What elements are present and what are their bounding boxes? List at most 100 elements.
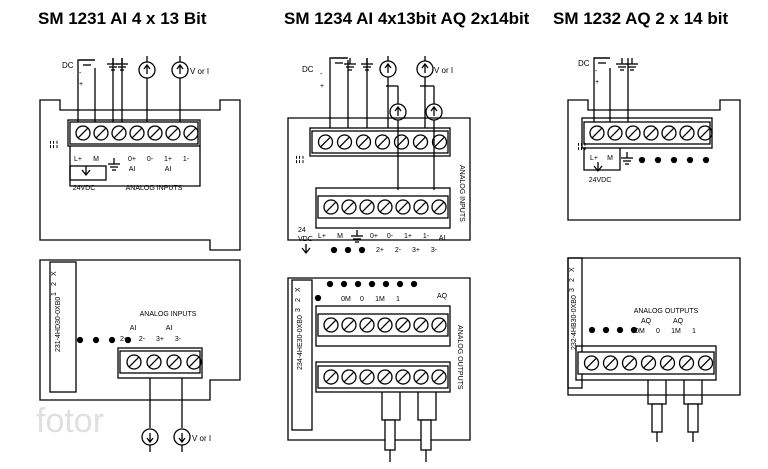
screw-terminal	[323, 199, 339, 215]
screw-terminal	[431, 134, 448, 150]
arrow-icon	[301, 247, 311, 255]
slot-number: 3	[569, 288, 576, 292]
title-sm1231: SM 1231 AI 4 x 13 Bit	[38, 9, 207, 28]
title-sm1234: SM 1234 AI 4x13bit AQ 2x14bit	[284, 9, 530, 28]
side-label	[567, 257, 583, 389]
screw-terminal	[621, 355, 638, 371]
screw-terminal	[93, 125, 109, 141]
screw-slot	[95, 127, 107, 139]
screw-slot	[343, 319, 355, 331]
analog-inputs-label: ANALOG INPUTS	[126, 185, 183, 192]
screw-terminal	[678, 355, 695, 371]
terminal-label: 1+	[164, 156, 172, 163]
terminal-label: 1-	[183, 156, 190, 163]
screw-terminal	[697, 125, 713, 141]
screw-slot	[343, 371, 355, 383]
screw-terminal	[323, 317, 339, 333]
polarity-plus: +	[595, 79, 599, 86]
led-dot	[686, 156, 694, 164]
screw-slot	[624, 357, 635, 369]
screw-terminal	[583, 355, 600, 371]
screw-slot	[128, 356, 140, 368]
screw-slot	[148, 356, 160, 368]
analog-outputs-label: ANALOG OUTPUTS	[634, 308, 699, 315]
screw-terminal	[166, 354, 182, 370]
polarity-plus: +	[79, 81, 83, 88]
terminal-label: 2-	[395, 247, 402, 254]
part-number: 231-4HD30-0XB0	[55, 297, 62, 352]
arrow-icon	[384, 62, 392, 69]
screw-slot	[663, 127, 675, 139]
screw-slot	[700, 357, 711, 369]
logo-icon: ☷	[47, 140, 58, 149]
screw-terminal	[679, 125, 695, 141]
terminal-label: AI	[130, 325, 137, 332]
screw-terminal	[602, 355, 619, 371]
screw-terminal	[589, 125, 605, 141]
arrow-icon	[143, 63, 151, 70]
led-dot	[368, 280, 376, 288]
polarity-minus: -	[595, 68, 598, 75]
ai-label: AI	[439, 235, 446, 242]
arrow-icon	[421, 62, 429, 69]
screw-terminal	[413, 199, 429, 215]
screw-terminal	[640, 355, 657, 371]
screw-slot	[379, 371, 391, 383]
wire	[683, 398, 703, 405]
terminal-label: 1M	[375, 296, 385, 303]
screw-slot	[339, 136, 350, 148]
resistor-icon	[687, 403, 699, 433]
terminal-housing	[315, 361, 451, 393]
screw-slot	[325, 319, 337, 331]
terminal-housing	[67, 119, 201, 147]
screw-terminal	[126, 354, 142, 370]
led-dot	[108, 336, 116, 344]
analog-outputs-label: ANALOG OUTPUTS	[456, 325, 463, 390]
led-dot	[410, 280, 418, 288]
sm1231-top-terminals-block	[69, 121, 199, 145]
screw-slot	[415, 319, 427, 331]
sm1234-mid-bottom-terminals-block	[317, 313, 449, 337]
screw-terminal	[374, 134, 391, 150]
terminal-housing	[309, 127, 451, 157]
screw-terminal	[412, 134, 429, 150]
v-or-i-label: V or I	[190, 67, 209, 76]
terminal-label: 1	[692, 328, 696, 335]
terminal-label: 2+	[120, 336, 128, 343]
terminal-label: 1M	[671, 328, 681, 335]
screw-slot	[397, 319, 409, 331]
slot-number: X	[295, 287, 302, 292]
screw-terminal	[355, 134, 372, 150]
screw-terminal	[659, 355, 676, 371]
screw-terminal	[607, 125, 623, 141]
terminal-label: L+	[74, 156, 82, 163]
screw-slot	[662, 357, 673, 369]
terminal-label: L+	[590, 155, 598, 162]
screw-terminal	[186, 354, 202, 370]
terminal-label: AI	[129, 166, 136, 173]
slot-number: 1	[51, 292, 58, 296]
screw-slot	[434, 136, 445, 148]
screw-slot	[361, 371, 373, 383]
terminal-label: 3+	[412, 247, 420, 254]
aq-label: AQ	[673, 318, 684, 325]
module-housing-top	[39, 99, 241, 251]
screw-slot	[433, 201, 445, 213]
part-number: 232-4HB30-0XB0	[571, 295, 578, 350]
aq-label: AQ	[437, 293, 448, 300]
sm1231-bottom-terminals-block	[119, 350, 201, 374]
led-dot	[382, 280, 390, 288]
terminal-label: 3+	[156, 336, 164, 343]
screw-slot	[320, 136, 331, 148]
led-dot	[354, 280, 362, 288]
slot-number: 2	[295, 298, 302, 302]
screw-terminal	[431, 317, 447, 333]
dc-label: DC	[578, 59, 590, 68]
terminal-label: 2+	[376, 247, 384, 254]
led-dot	[702, 156, 710, 164]
screw-terminal	[129, 125, 145, 141]
terminal-label: 0+	[370, 233, 378, 240]
slot-number: 2	[569, 278, 576, 282]
